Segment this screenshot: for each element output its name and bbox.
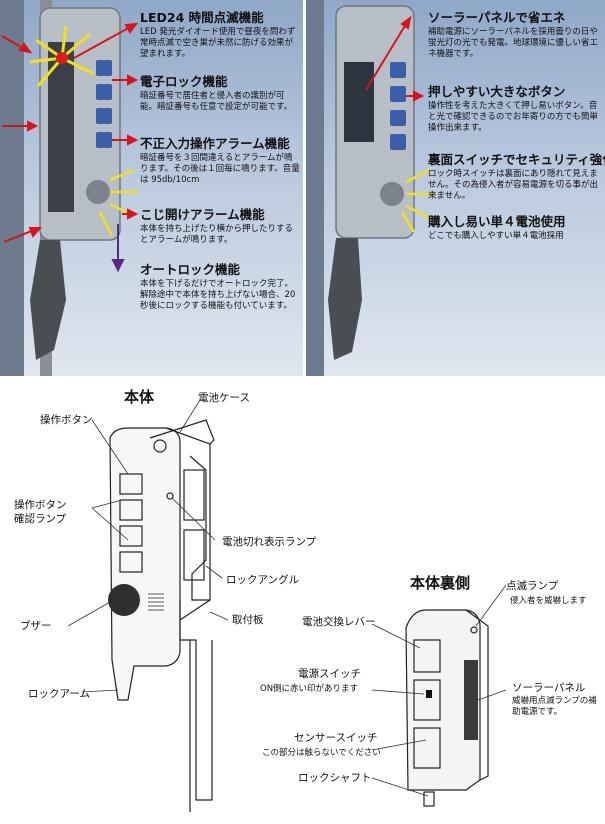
back-side-panel (465, 609, 489, 781)
front-battery-case (165, 427, 211, 621)
back-sensor-area (413, 727, 441, 769)
label-power-switch-note: ON側に赤い印があります (260, 684, 359, 694)
front-top-edge (149, 419, 215, 445)
front-lock-angle (189, 455, 210, 601)
label-buzzer: ブザー (20, 620, 52, 632)
label-operation-button: 操作ボタン (40, 414, 93, 426)
feature-panel-left: LED24 時間点滅機能 LED 発光ダイオード使用で昼夜を問わず常時点滅で空き… (0, 0, 303, 376)
back-battery-area (413, 679, 441, 721)
feature-desc: LED 発光ダイオード使用で昼夜を問わず常時点滅で空き巣が未然に防げる効果が望ま… (140, 27, 296, 59)
label-confirm-lamp: 操作ボタン 確認ランプ (14, 499, 67, 525)
feature-title: 購入し易い単４電池使用 (428, 214, 566, 229)
button-4 (96, 132, 112, 148)
front-button-2 (119, 499, 143, 521)
lock-arm-photo (30, 240, 66, 360)
feature-solar: ソーラーパネルで省エネ 補助電源にソーラーパネルを採用曇りの日や蛍光灯の光でも発… (428, 10, 603, 60)
feature-title: LED24 時間点滅機能 (140, 10, 264, 25)
button-2 (96, 84, 112, 100)
back-leader-lines (371, 584, 507, 797)
label-lock-shaft: ロックシャフト (298, 772, 372, 784)
door-frame (0, 0, 24, 376)
front-button-3 (119, 525, 143, 547)
label-sensor-switch-note: この部分は触らないでください (262, 748, 381, 758)
arrow-down-purple (111, 224, 125, 273)
button-1 (390, 62, 406, 78)
feature-title: オートロック機能 (140, 262, 241, 277)
feature-desc: 暗証番号を３回間違えるとアラームが鳴ります。その後は１回毎に鳴ります。音量は 9… (140, 153, 300, 185)
lock-arm-photo (328, 238, 362, 360)
back-section-title: 本体裏側 (410, 574, 471, 592)
label-battery-lever: 電池交換レバー (302, 616, 376, 628)
feature-desc: 暗証番号で居住者と侵入者の識別が可能。暗証番号も任意で設定が可能です。 (140, 91, 293, 112)
label-solar-panel-note: 威嚇用点滅ランプの補助電源です。 (512, 696, 597, 717)
front-battery-slot (183, 529, 205, 581)
button-1 (96, 60, 112, 76)
device-photo-side (306, 0, 434, 376)
button-3 (390, 110, 406, 126)
feature-title: 押しやすい大きなボタン (428, 84, 566, 99)
button-3 (96, 108, 112, 124)
feature-desc: どこでも購入しやすい単４電池採用 (428, 231, 564, 241)
button-4 (390, 134, 406, 150)
label-blink-lamp-note: 侵入者を威嚇します (510, 596, 587, 606)
label-battery-case: 電池ケース (198, 392, 250, 404)
back-battery-lever (413, 639, 441, 673)
front-buzzer (108, 584, 140, 616)
feature-aaa-battery: 購入し易い単４電池使用 どこでも購入しやすい単４電池採用 (428, 214, 603, 242)
button-2 (390, 86, 406, 102)
front-mount-plate (179, 600, 213, 801)
buzzer-grille (380, 182, 404, 206)
arrows-red (1, 22, 139, 243)
solar-panel-photo (344, 62, 374, 142)
label-blink-lamp: 点滅ランプ (506, 580, 559, 592)
label-mounting-plate: 取付板 (232, 614, 264, 626)
feature-pry-alarm: こじ開けアラーム機能 本体を持ち上げたり横から押したりするとアラームが鳴ります。 (140, 207, 300, 246)
feature-electronic-lock: 電子ロック機能 暗証番号で居住者と侵入者の識別が可能。暗証番号も任意で設定が可能… (140, 74, 300, 113)
label-battery-lamp: 電池切れ表示ランプ (222, 536, 317, 548)
feature-title: 裏面スイッチでセキュリティ強化 (428, 152, 605, 167)
label-lock-arm: ロックアーム (28, 688, 91, 700)
feature-panel-right: ソーラーパネルで省エネ 補助電源にソーラーパネルを採用曇りの日や蛍光灯の光でも発… (306, 0, 605, 376)
front-leader-lines (67, 399, 229, 693)
door-frame (306, 0, 324, 376)
feature-led24: LED24 時間点滅機能 LED 発光ダイオード使用で昼夜を問わず常時点滅で空き… (140, 10, 300, 60)
feature-title: 電子ロック機能 (140, 74, 228, 89)
label-solar-panel: ソーラーパネル (512, 682, 586, 694)
feature-wrong-input-alarm: 不正入力操作アラーム機能 暗証番号を３回間違えるとアラームが鳴ります。その後は１… (140, 136, 300, 186)
feature-auto-lock: オートロック機能 本体を下げるだけでオートロック完了。解除途中で本体を持ち上げな… (140, 262, 298, 312)
buzzer-grille (86, 180, 110, 204)
front-section-title: 本体 (124, 388, 155, 406)
feature-big-buttons: 押しやすい大きなボタン 操作性を考えた大きくて押し易いボタン。音と光で確認できる… (428, 84, 603, 134)
feature-title: こじ開けアラーム機能 (140, 207, 265, 222)
arrows-red (365, 15, 425, 102)
front-small-lamp (166, 492, 174, 500)
feature-desc: 本体を持ち上げたり横から押したりするとアラームが鳴ります。 (140, 224, 294, 245)
buzzer-rays (400, 168, 434, 233)
back-blink-lamp (470, 626, 478, 634)
front-vent (148, 593, 164, 611)
feature-desc: 操作性を考えた大きくて押し易いボタン。音と光で確認できるのでお年寄りの方でも簡単… (428, 101, 598, 133)
back-power-switch (426, 690, 432, 698)
label-power-switch: 電源スイッチ (298, 668, 361, 680)
front-button-1 (119, 473, 143, 495)
back-solar-panel (464, 660, 478, 740)
feature-desc: 本体を下げるだけでオートロック完了。解除途中で本体を持ち上げない場合、20 秒後… (140, 279, 296, 311)
front-body-outline (109, 427, 181, 701)
back-lock-shaft (423, 791, 435, 807)
feature-title: 不正入力操作アラーム機能 (140, 136, 290, 151)
label-sensor-switch: センサースイッチ (294, 732, 378, 744)
feature-title: ソーラーパネルで省エネ (428, 10, 566, 25)
device-photo-front (0, 0, 139, 376)
feature-desc: ロック時スイッチは裏面にあり隠れて見えません。その為侵入者が容易電源を切る事が出… (428, 169, 599, 201)
front-button-4 (119, 551, 143, 573)
front-led-lamp (153, 439, 167, 453)
feature-desc: 補助電源にソーラーパネルを採用曇りの日や蛍光灯の光でも発電。地球環境に優しい省エ… (428, 27, 599, 59)
led-light (56, 52, 68, 64)
feature-back-switch: 裏面スイッチでセキュリティ強化 ロック時スイッチは裏面にあり隠れて見えません。そ… (428, 152, 605, 202)
label-lock-angle: ロックアングル (226, 574, 300, 586)
